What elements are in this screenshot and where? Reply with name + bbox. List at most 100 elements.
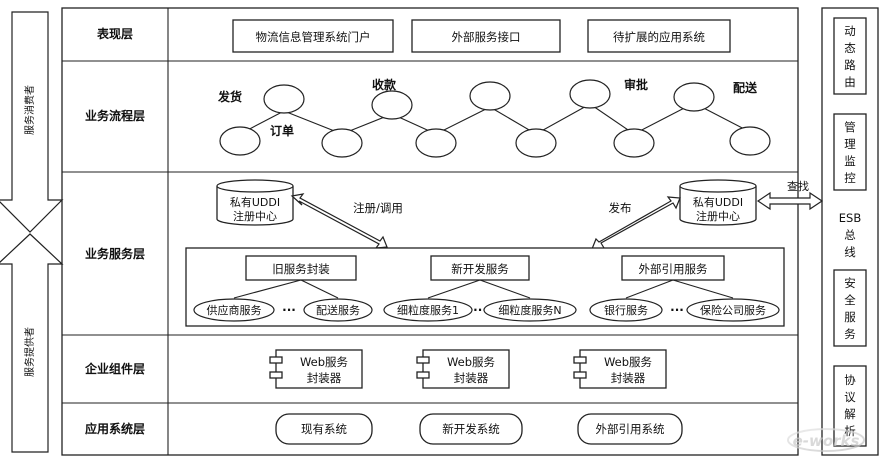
external-system-box bbox=[577, 413, 683, 445]
esb-block-char: 议 bbox=[844, 390, 856, 404]
extensible-apps-label: 待扩展的应用系统 bbox=[613, 30, 705, 44]
service-item-label: 细粒度服务1 bbox=[397, 303, 459, 317]
wrapper-line1: Web服务 bbox=[300, 355, 349, 369]
esb-block-char: 管 bbox=[844, 120, 856, 134]
flow-node bbox=[263, 84, 305, 114]
new-system-box bbox=[419, 413, 523, 445]
service-item-label: 供应商服务 bbox=[207, 303, 262, 317]
layer-label-service: 业务服务层 bbox=[85, 246, 145, 261]
service-item bbox=[193, 298, 275, 322]
esb-block-char: 协 bbox=[844, 373, 856, 387]
esb-block-char: 路 bbox=[844, 58, 856, 72]
esb-block-char: 动 bbox=[844, 24, 856, 38]
register-call-label: 注册/调用 bbox=[353, 201, 403, 215]
flow-node bbox=[673, 82, 715, 112]
ellipsis: ··· bbox=[473, 303, 487, 317]
web-service-wrapper: Web服务 封装器 bbox=[269, 349, 363, 389]
esb-block-char: 控 bbox=[844, 171, 856, 185]
flow-label-dingdan: 订单 bbox=[270, 123, 294, 138]
uddi-registry-left: 私有UDDI 注册中心 bbox=[216, 179, 294, 226]
esb-block-security bbox=[833, 269, 867, 347]
service-group-external-label: 外部引用服务 bbox=[639, 262, 708, 276]
esb-block-char: 理 bbox=[844, 137, 856, 151]
service-item-label: 银行服务 bbox=[604, 303, 648, 317]
esb-title: ESB bbox=[839, 211, 862, 225]
ellipsis: ··· bbox=[282, 303, 296, 317]
flow-node bbox=[613, 128, 655, 158]
uddi-right-line1: 私有UDDI bbox=[693, 195, 743, 209]
esb-block-routing bbox=[833, 17, 867, 95]
esb-block-char: 监 bbox=[844, 154, 856, 168]
service-item bbox=[483, 298, 577, 322]
service-group-external bbox=[621, 255, 725, 281]
uddi-registry-right: 私有UDDI 注册中心 bbox=[679, 179, 757, 226]
esb-block-protocol bbox=[833, 365, 867, 447]
watermark-text: e-works bbox=[793, 432, 860, 450]
web-service-wrapper: Web服务 封装器 bbox=[573, 349, 667, 389]
service-item bbox=[589, 298, 663, 322]
application-layer: 现有系统 新开发系统 外部引用系统 bbox=[275, 413, 683, 445]
service-group-new bbox=[430, 255, 530, 281]
esb-title: 线 bbox=[844, 245, 856, 259]
esb-block-char: 全 bbox=[844, 293, 856, 307]
esb-block-char: 态 bbox=[844, 41, 856, 55]
service-layer: 私有UDDI 注册中心 私有UDDI 注册中心 注册/调用 发布 查找 旧服务封… bbox=[185, 179, 824, 327]
portal-box bbox=[232, 19, 394, 53]
service-item-label: 保险公司服务 bbox=[700, 303, 766, 317]
esb-bus: 动 态 路 由 管 理 监 控 ESB 总 线 安 全 服 务 协 议 解 析 bbox=[821, 7, 879, 456]
wrapper-line2: 封装器 bbox=[611, 371, 646, 385]
layer-label-process: 业务流程层 bbox=[85, 108, 145, 123]
lookup-label: 查找 bbox=[787, 179, 809, 193]
flow-node bbox=[469, 81, 511, 111]
flow-label-peisong: 配送 bbox=[733, 80, 758, 95]
esb-block-char: 服 bbox=[844, 310, 856, 324]
wrapper-line2: 封装器 bbox=[307, 371, 342, 385]
esb-frame bbox=[821, 7, 879, 456]
lookup-arrow bbox=[756, 191, 824, 211]
esb-block-char: 务 bbox=[844, 327, 856, 341]
flow-label-shoukuan: 收款 bbox=[372, 77, 397, 92]
flow-node bbox=[415, 128, 457, 158]
uddi-left-line1: 私有UDDI bbox=[230, 195, 280, 209]
external-system-label: 外部引用系统 bbox=[596, 422, 665, 436]
web-service-wrapper: Web服务 封装器 bbox=[416, 349, 510, 389]
external-interface-box bbox=[411, 19, 561, 53]
e-works-watermark: e-works bbox=[787, 428, 865, 452]
flow-node bbox=[515, 128, 557, 158]
consumer-arrow: 服务消费者 bbox=[0, 11, 64, 233]
wrapper-line1: Web服务 bbox=[447, 355, 496, 369]
external-interface-label: 外部服务接口 bbox=[452, 30, 521, 44]
provider-arrow: 服务提供者 bbox=[0, 233, 64, 453]
extensible-apps-box bbox=[587, 19, 731, 53]
register-call-arrow bbox=[290, 193, 388, 249]
presentation-boxes: 物流信息管理系统门户 外部服务接口 待扩展的应用系统 bbox=[232, 19, 731, 53]
service-item bbox=[383, 298, 473, 322]
uddi-left-line2: 注册中心 bbox=[233, 209, 277, 223]
ellipsis: ··· bbox=[670, 303, 684, 317]
layer-label-application: 应用系统层 bbox=[85, 421, 145, 436]
flow-label-fahuo: 发货 bbox=[217, 89, 242, 104]
service-group-legacy bbox=[245, 255, 357, 281]
wrapper-line2: 封装器 bbox=[454, 371, 489, 385]
wrapper-line1: Web服务 bbox=[604, 355, 653, 369]
flow-node bbox=[729, 126, 771, 156]
new-system-label: 新开发系统 bbox=[442, 422, 500, 436]
service-group-legacy-label: 旧服务封装 bbox=[272, 262, 330, 276]
service-item bbox=[686, 298, 780, 322]
esb-title: 总 bbox=[844, 228, 856, 242]
component-layer: Web服务 封装器 Web服务 封装器 Web服务 封装器 bbox=[269, 349, 667, 389]
esb-block-char: 由 bbox=[844, 75, 856, 89]
publish-arrow bbox=[591, 196, 681, 250]
service-item bbox=[303, 298, 373, 322]
service-group-new-label: 新开发服务 bbox=[451, 262, 509, 276]
existing-system-label: 现有系统 bbox=[301, 422, 347, 436]
flow-node bbox=[569, 79, 611, 109]
layer-label-presentation: 表现层 bbox=[96, 26, 133, 41]
uddi-right-line2: 注册中心 bbox=[696, 209, 740, 223]
flow-node bbox=[371, 90, 413, 120]
consumer-label: 服务消费者 bbox=[23, 85, 36, 135]
service-item-label: 配送服务 bbox=[316, 303, 360, 317]
esb-block-monitoring bbox=[833, 113, 867, 191]
layer-label-component: 企业组件层 bbox=[84, 361, 145, 376]
